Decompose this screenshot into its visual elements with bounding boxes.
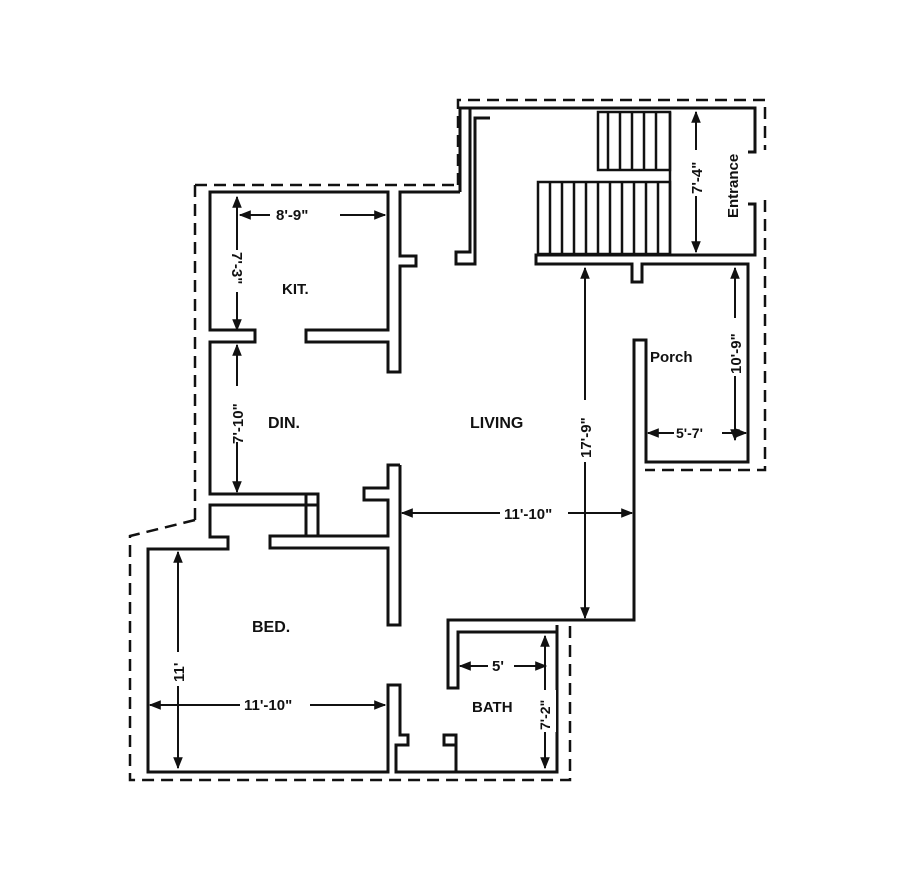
room-label-living: LIVING	[470, 415, 523, 432]
dim-porch-depth: 10'-9"	[728, 333, 745, 374]
room-label-bedroom: BED.	[252, 619, 290, 636]
room-label-kitchen: KIT.	[282, 281, 309, 298]
walls	[146, 106, 757, 774]
room-label-dining: DIN.	[268, 415, 300, 432]
dim-kit-width: 8'-9"	[276, 207, 308, 224]
dim-living-width: 11'-10"	[504, 506, 552, 523]
dim-bath-depth: 7'-2"	[537, 700, 553, 730]
dim-bed-width: 11'-10"	[244, 697, 292, 714]
room-label-entrance: Entrance	[725, 154, 742, 218]
dim-stair-depth: 7'-4"	[689, 162, 706, 194]
dim-bed-depth: 11'	[171, 663, 188, 682]
dim-din-depth: 7'-10"	[230, 403, 247, 444]
staircase	[536, 110, 672, 256]
dim-bath-width: 5'	[492, 658, 504, 675]
room-label-bath: BATH	[472, 699, 513, 716]
room-label-porch: Porch	[650, 349, 693, 366]
dim-living-depth: 17'-9"	[578, 417, 595, 458]
dim-porch-width: 5'-7'	[676, 425, 703, 441]
outer-boundary-dashed	[128, 98, 767, 782]
dim-kit-depth: 7'-3"	[228, 252, 245, 284]
